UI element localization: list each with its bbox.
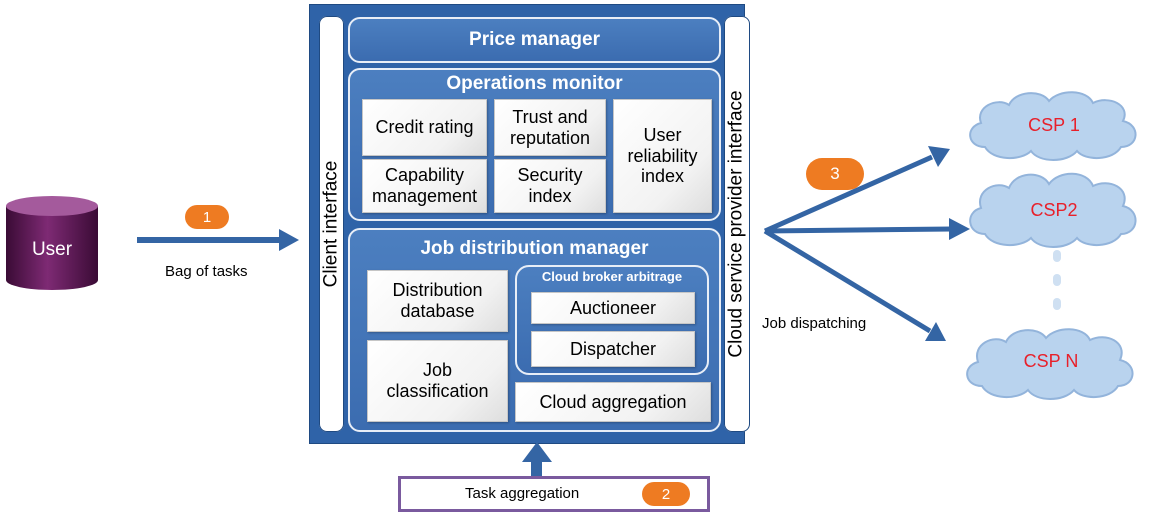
auctioneer-tile: Auctioneer: [531, 292, 695, 324]
task-aggregation-label: Task aggregation: [465, 485, 580, 502]
trust-reputation-tile: Trust and reputation: [494, 99, 606, 156]
step-3-badge: 3: [806, 158, 864, 190]
client-interface-rail: [319, 16, 344, 432]
csp-interface-label-wrap: Cloud service provider interface: [724, 16, 750, 432]
arrowhead-cspn-icon: [925, 322, 946, 341]
cloud-aggregation-tile: Cloud aggregation: [515, 382, 711, 422]
job-distribution-title: Job distribution manager: [420, 238, 649, 259]
csp-interface-label: Cloud service provider interface: [726, 90, 747, 358]
dispatch-arrows: [763, 146, 970, 341]
distribution-database-tile: Distribution database: [367, 270, 508, 332]
cloud-csp1-label: CSP 1: [1028, 114, 1080, 135]
cloud-cspn-icon: [966, 328, 1134, 400]
cloud-csp1-icon: [969, 91, 1137, 161]
user-label: User: [31, 239, 73, 260]
security-index-tile: Security index: [494, 159, 606, 213]
capability-management-tile: Capability management: [362, 159, 487, 213]
bag-of-tasks-label: Bag of tasks: [165, 263, 248, 280]
client-interface-label: Client interface: [320, 160, 342, 288]
cloud-csp2-label: CSP2: [1030, 199, 1078, 220]
price-manager-title: Price manager: [469, 29, 600, 50]
arrow-to-csp2: [764, 226, 953, 234]
arrow-1-head-icon: [279, 229, 299, 251]
credit-rating-tile: Credit rating: [362, 99, 487, 156]
more-clouds-dots: [1052, 250, 1062, 320]
arrow-1-shaft: [137, 237, 281, 243]
cylinder-icon: [6, 196, 98, 290]
arrow-to-cspn: [763, 228, 932, 334]
client-interface-label-wrap: Client interface: [319, 16, 344, 432]
price-manager-panel: Price manager: [348, 17, 721, 63]
job-dispatching-label: Job dispatching: [762, 315, 867, 332]
csp-interface-rail: [724, 16, 750, 432]
arrowhead-csp1-icon: [928, 146, 950, 167]
job-classification-tile: Job classification: [367, 340, 508, 422]
cloud-broker-arbitrage-title: Cloud broker arbitrage: [541, 268, 683, 284]
arrow-to-csp1: [763, 154, 934, 234]
user-cylinder: [4, 194, 100, 292]
step-2-badge: 2: [642, 482, 690, 506]
arrow-2-shaft: [531, 460, 542, 476]
cloud-csp2-icon: [969, 172, 1137, 248]
user-reliability-tile: User reliability index: [613, 99, 712, 213]
cloud-cspn-label: CSP N: [1023, 350, 1079, 371]
arrow-2-head-icon: [522, 442, 552, 462]
operations-monitor-title: Operations monitor: [446, 73, 623, 94]
step-1-badge: 1: [185, 205, 229, 229]
dispatcher-tile: Dispatcher: [531, 331, 695, 367]
arrowhead-csp2-icon: [949, 218, 970, 240]
